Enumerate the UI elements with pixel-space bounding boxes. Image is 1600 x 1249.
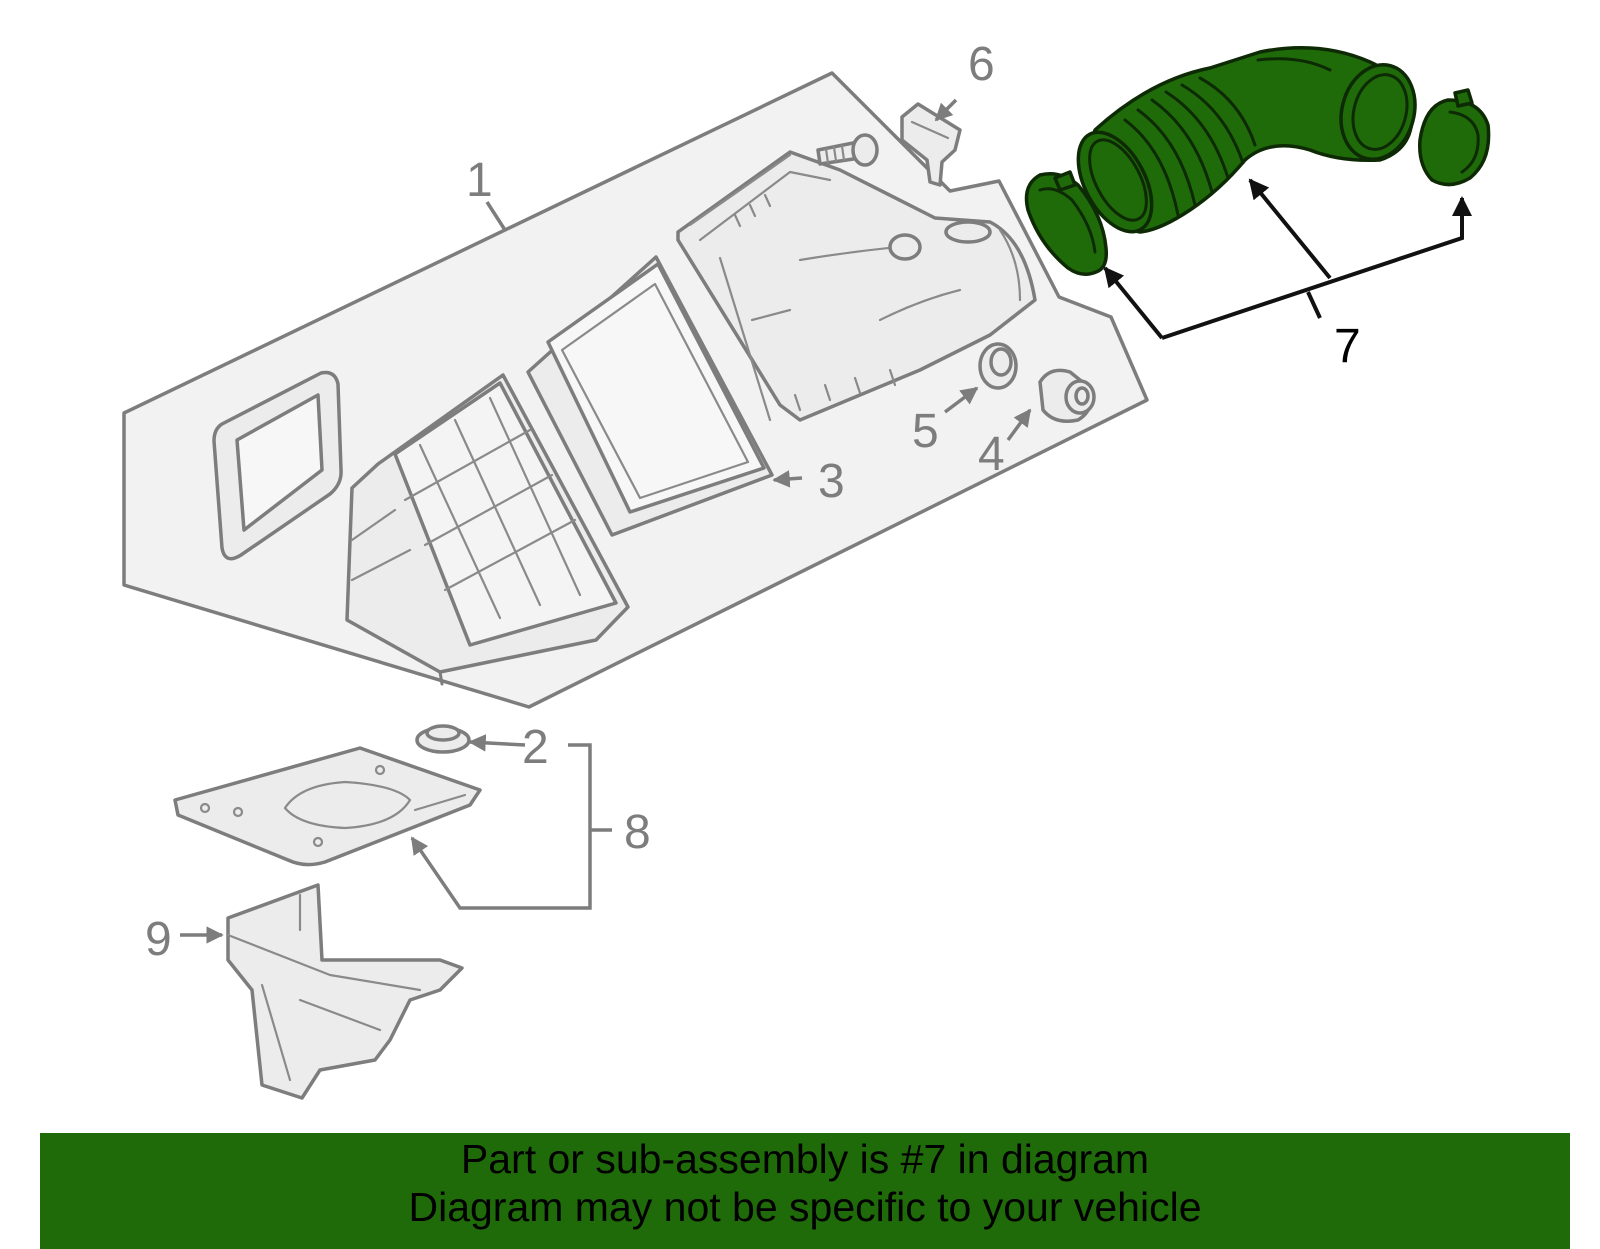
duct-seal-part — [212, 370, 343, 561]
right-hose-clamp — [1418, 88, 1491, 187]
callout-3: 3 — [818, 455, 845, 508]
info-banner: Part or sub-assembly is #7 in diagram Di… — [40, 1133, 1570, 1249]
bolt-part — [816, 133, 879, 167]
banner-line-disclaimer: Diagram may not be specific to your vehi… — [408, 1184, 1202, 1230]
intake-hose — [1076, 46, 1417, 234]
banner-line-part-number: Part or sub-assembly is #7 in diagram — [460, 1136, 1150, 1182]
callout-8: 8 — [624, 806, 651, 859]
callout-labels: 1 2 3 4 5 6 7 8 9 — [145, 38, 1361, 966]
callout-6: 6 — [968, 38, 995, 91]
callout-1: 1 — [466, 154, 493, 207]
upper-housing-part — [676, 150, 1037, 422]
callout-5: 5 — [912, 405, 939, 458]
lower-housing-part — [345, 373, 630, 686]
callout-9: 9 — [145, 913, 172, 966]
callout-7: 7 — [1334, 320, 1361, 373]
callout-4: 4 — [978, 428, 1005, 481]
left-hose-clamp — [1024, 170, 1109, 276]
grommet-part-2 — [415, 724, 471, 754]
callout-2: 2 — [522, 721, 549, 774]
filter-element-part — [526, 255, 774, 537]
insulator-part-4 — [1038, 368, 1096, 423]
leader-lines-part-7 — [1103, 178, 1472, 340]
inlet-duct-part — [226, 883, 464, 1100]
mounting-bracket-part — [173, 746, 482, 867]
grommet-part-5 — [978, 342, 1018, 390]
air-intake-duct-assembly — [1024, 46, 1491, 276]
leader-lines — [180, 98, 1032, 944]
